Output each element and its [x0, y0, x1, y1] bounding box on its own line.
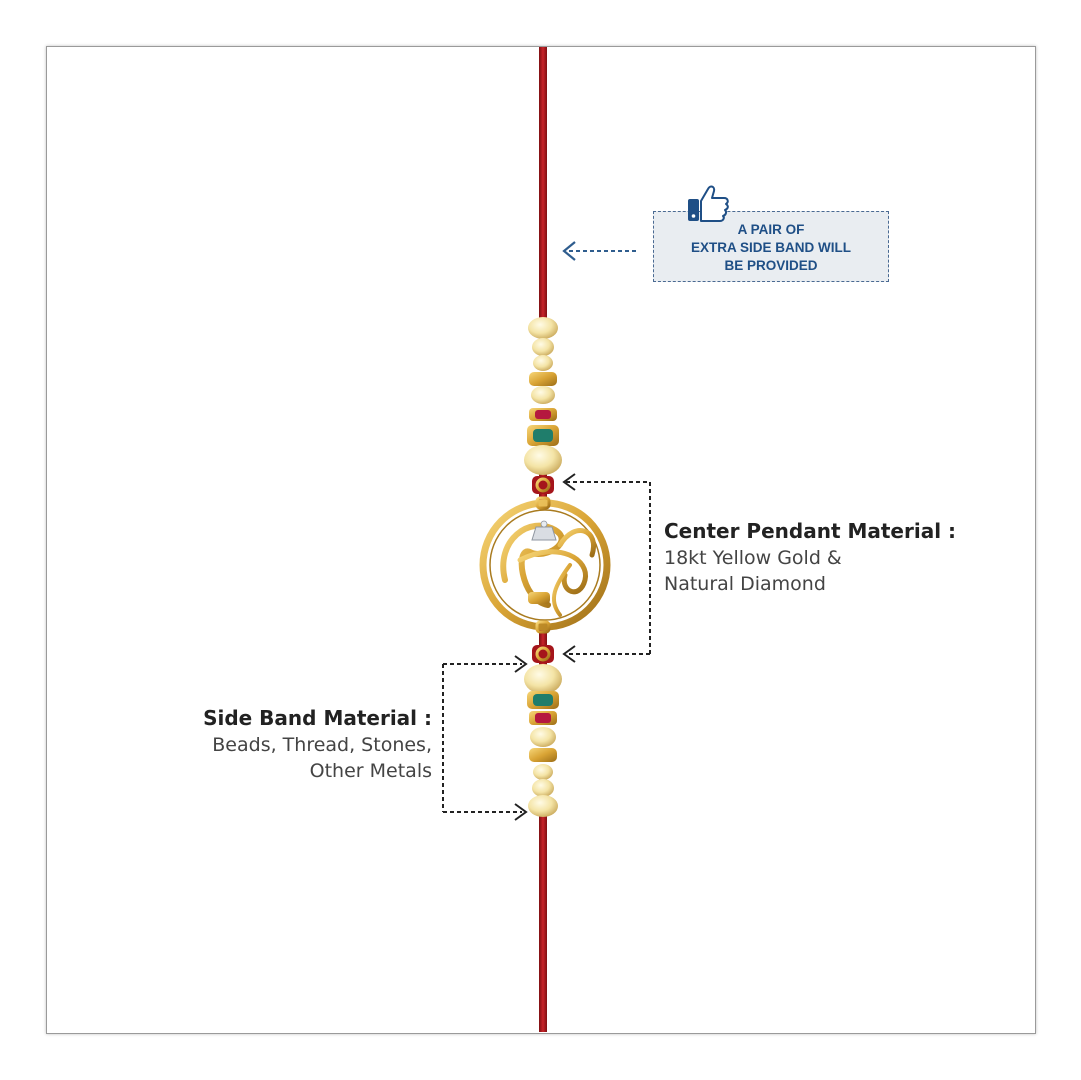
- callout-line-1: A PAIR OF: [737, 222, 805, 237]
- bead: [533, 764, 553, 780]
- bead: [532, 779, 554, 797]
- center-pendant-line-1: 18kt Yellow Gold &: [664, 547, 842, 569]
- extra-band-callout-text: A PAIR OF EXTRA SIDE BAND WILL BE PROVID…: [653, 221, 889, 275]
- callout-line-2: EXTRA SIDE BAND WILL: [691, 240, 851, 255]
- diamond-crown: [531, 526, 557, 541]
- bead: [533, 355, 553, 371]
- side-band-line-2: Other Metals: [309, 760, 432, 782]
- callout-line-3: BE PROVIDED: [724, 258, 818, 273]
- side-band-title: Side Band Material :: [203, 706, 432, 730]
- thread-top: [539, 47, 547, 327]
- bead: [524, 445, 562, 475]
- center-pendant-label: Center Pendant Material : 18kt Yellow Go…: [664, 517, 956, 597]
- center-pendant-bracket: [562, 473, 651, 663]
- center-pendant-title: Center Pendant Material :: [664, 519, 957, 543]
- side-band-label: Side Band Material : Beads, Thread, Ston…: [203, 704, 432, 784]
- bead: [524, 664, 562, 694]
- bead: [530, 727, 556, 747]
- center-pendant-line-2: Natural Diamond: [664, 573, 826, 595]
- center-pendant: [479, 496, 611, 634]
- bead: [532, 338, 554, 356]
- callout-arrow: [562, 241, 636, 261]
- thread-bottom: [539, 812, 547, 1032]
- bead: [531, 386, 555, 404]
- bottom-bead-stack: [524, 645, 562, 817]
- thumbs-up-icon: [688, 185, 729, 222]
- gold-spacer: [529, 748, 557, 762]
- extra-band-callout: [653, 211, 889, 282]
- side-band-line-1: Beads, Thread, Stones,: [212, 734, 432, 756]
- bead: [528, 795, 558, 817]
- side-band-bracket: [442, 655, 528, 821]
- pendant-hand: [528, 592, 550, 604]
- bead: [528, 317, 558, 339]
- top-bead-stack: [524, 317, 562, 494]
- gold-spacer: [529, 372, 557, 386]
